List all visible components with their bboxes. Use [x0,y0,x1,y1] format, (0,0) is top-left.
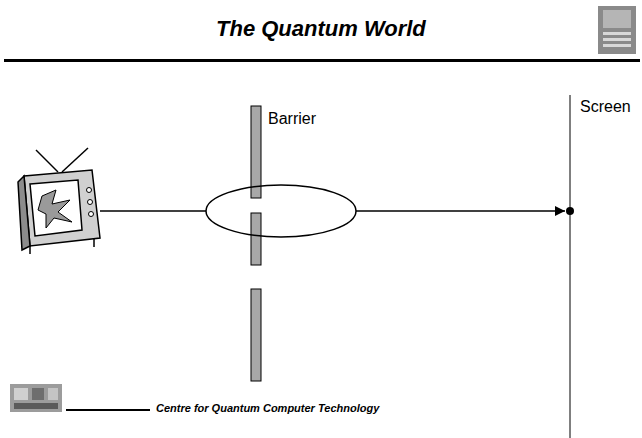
barrier [251,106,261,381]
footer-rule [66,409,150,411]
screen-label: Screen [580,98,631,116]
university-logo [598,6,636,54]
wave-ellipse [206,185,356,237]
beam-line [100,210,206,212]
beam-arrow [356,210,565,212]
impact-dot [566,207,574,215]
tv-source [18,148,100,254]
centre-logo [10,384,62,412]
barrier-label: Barrier [268,110,316,128]
title-rule [4,59,640,62]
slide-title: The Quantum World [216,16,426,42]
footer-text: Centre for Quantum Computer Technology [156,402,379,414]
screen-line [570,95,571,438]
